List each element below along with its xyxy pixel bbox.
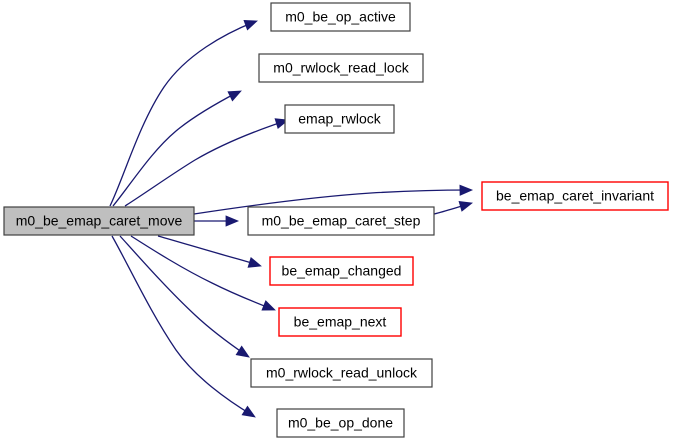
node-emap_changed[interactable]: be_emap_changed [269, 256, 414, 286]
edge-line [193, 189, 470, 215]
node-box-emap_next[interactable] [278, 307, 402, 337]
node-root[interactable]: m0_be_emap_caret_move [3, 206, 195, 236]
arrowhead-icon [458, 201, 473, 212]
edge-root-to-op_active [109, 19, 258, 207]
node-box-rwlock_read_lock[interactable] [258, 53, 424, 83]
edge-line [109, 21, 255, 207]
node-caret_invariant[interactable]: be_emap_caret_invariant [481, 181, 669, 211]
node-box-emap_changed[interactable] [269, 256, 414, 286]
arrowhead-icon [459, 184, 474, 196]
arrowhead-icon [241, 405, 256, 418]
node-op_active[interactable]: m0_be_op_active [270, 2, 411, 32]
edge-root-to-rwlock_read_unlock [119, 235, 250, 358]
edge-root-to-caret_step [194, 215, 240, 227]
arrowhead-icon [247, 257, 262, 268]
edge-line [112, 91, 239, 207]
node-box-rwlock_read_unlock[interactable] [250, 358, 433, 388]
node-box-emap_rwlock[interactable] [284, 104, 395, 134]
arrowhead-icon [261, 300, 276, 311]
node-box-op_active[interactable] [270, 2, 411, 32]
edge-root-to-op_done [111, 235, 256, 418]
node-box-caret_invariant[interactable] [481, 181, 669, 211]
edge-caret_step-to-caret_invariant [433, 201, 473, 215]
edges-layer [109, 19, 474, 418]
edge-root-to-rwlock_read_lock [112, 90, 242, 207]
node-caret_step[interactable]: m0_be_emap_caret_step [247, 206, 435, 236]
node-box-root[interactable] [3, 206, 195, 236]
arrowhead-icon [235, 345, 250, 358]
arrowhead-icon [227, 90, 242, 102]
edge-root-to-emap_next [130, 235, 276, 311]
edge-line [119, 235, 247, 356]
arrowhead-icon [225, 215, 240, 227]
edge-line [124, 120, 286, 207]
node-rwlock_read_unlock[interactable]: m0_rwlock_read_unlock [250, 358, 433, 388]
edge-line [130, 235, 273, 310]
edge-root-to-caret_invariant [193, 184, 474, 215]
edge-line [111, 235, 253, 416]
node-box-caret_step[interactable] [247, 206, 435, 236]
arrowhead-icon [243, 19, 258, 31]
node-emap_next[interactable]: be_emap_next [278, 307, 402, 337]
node-emap_rwlock[interactable]: emap_rwlock [284, 104, 395, 134]
node-box-op_done[interactable] [276, 408, 405, 438]
node-op_done[interactable]: m0_be_op_done [276, 408, 405, 438]
edge-root-to-emap_changed [157, 235, 262, 268]
node-rwlock_read_lock[interactable]: m0_rwlock_read_lock [258, 53, 424, 83]
